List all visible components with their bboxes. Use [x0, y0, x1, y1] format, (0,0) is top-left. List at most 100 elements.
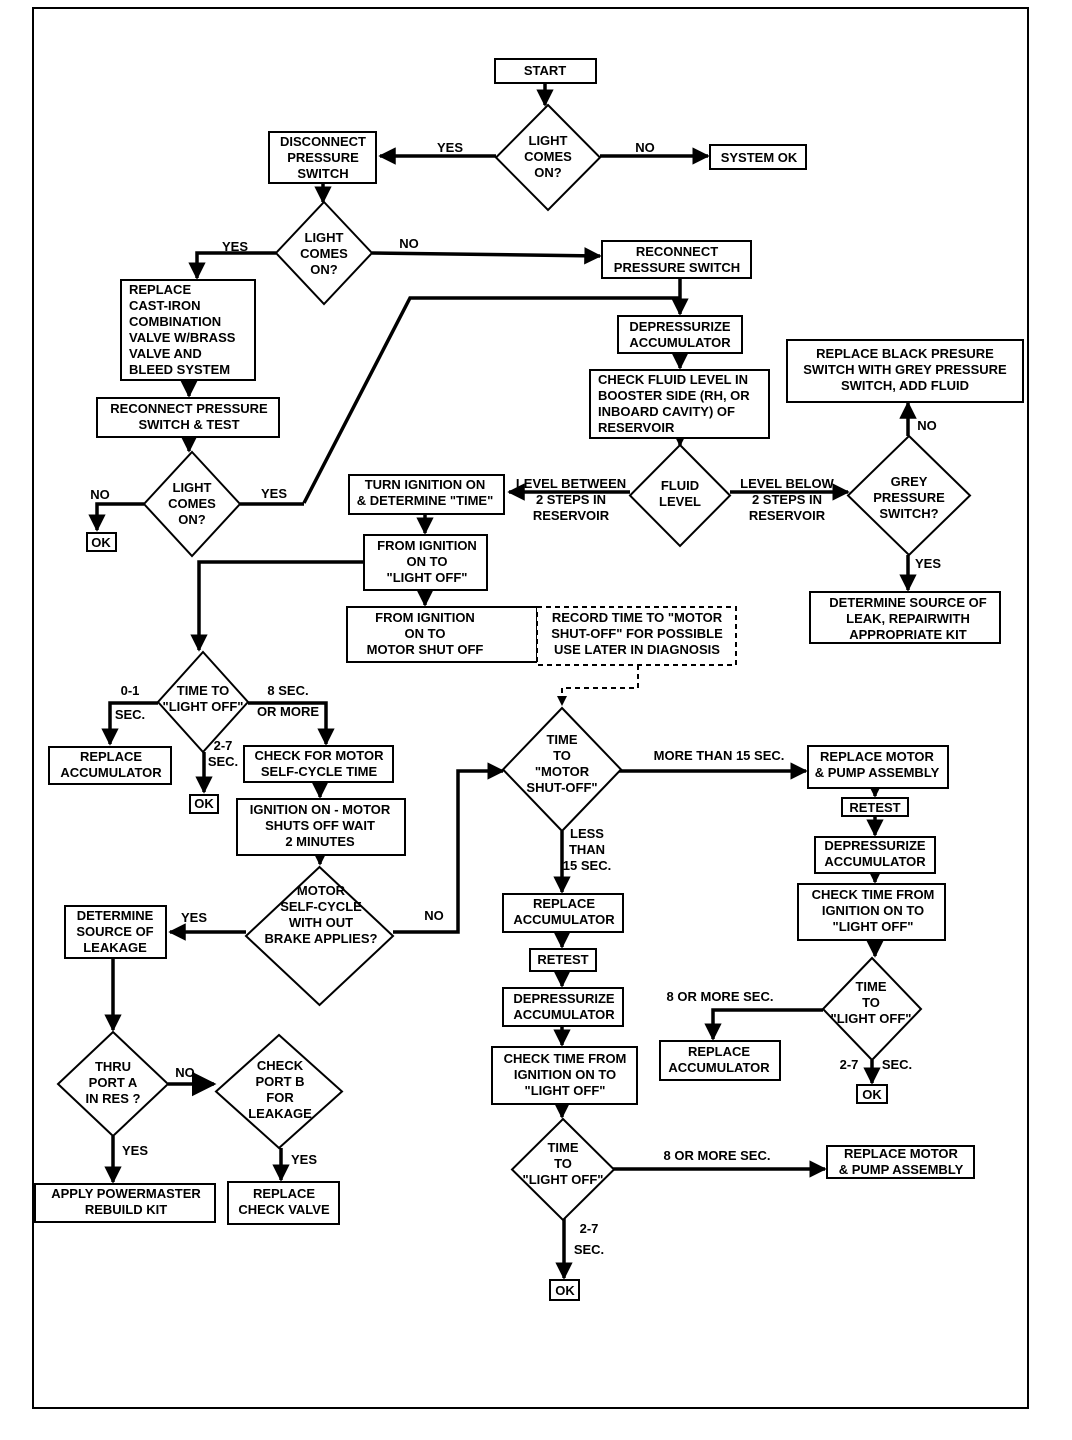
yes3-text-1: YES [261, 486, 287, 501]
d-time-light1-shape [156, 650, 250, 754]
d-check-port-text-3: FOR [266, 1090, 294, 1105]
determine-leakage-shape [64, 905, 167, 959]
process-start: START [494, 58, 597, 84]
disconnect-text-1: DISCONNECT [280, 134, 366, 149]
replace-black-text-2: SWITCH WITH GREY PRESSURE [803, 362, 1007, 377]
d-thru-port-text-2: PORT A [89, 1075, 138, 1090]
replace-check-text-1: REPLACE [253, 1186, 315, 1201]
ok2-shape [189, 794, 219, 814]
no6-text-1: NO [175, 1065, 195, 1080]
from-ign-light-text-3: "LIGHT OFF" [387, 570, 468, 585]
replace-castiron-text-6: BLEED SYSTEM [129, 362, 230, 377]
depress2-text-1: DEPRESSURIZE [824, 838, 925, 853]
check-time2-text-2: IGNITION ON TO [514, 1067, 616, 1082]
d-light2-text-3: ON? [310, 262, 338, 277]
d-time-light2-text-2: TO [862, 995, 880, 1010]
determine-leak-repair-text-3: APPROPRIATE KIT [849, 627, 967, 642]
from-ign-light-text-1: FROM IGNITION [377, 538, 477, 553]
replace-motor1-shape [807, 745, 949, 789]
label-more15: MORE THAN 15 SEC. [654, 748, 785, 763]
replace-castiron-text-5: VALVE AND [129, 346, 202, 361]
check-fluid-text-1: CHECK FLUID LEVEL IN [598, 372, 748, 387]
label-no6: NO [175, 1065, 195, 1080]
level-below-text-1: LEVEL BELOW [740, 476, 834, 491]
label-eight-more: 8 SEC.OR MORE [257, 683, 319, 719]
replace-motor2-shape [826, 1145, 975, 1179]
two-seven3-text-1: 2-7 [580, 1221, 599, 1236]
d-light3-text-1: LIGHT [173, 480, 212, 495]
disconnect-text-2: PRESSURE [287, 150, 359, 165]
connectors [88, 82, 917, 1280]
check-time2-text-3: "LIGHT OFF" [525, 1083, 606, 1098]
start-shape [494, 58, 597, 84]
d-time-motor-shape [501, 706, 623, 833]
depress1-text-1: DEPRESSURIZE [629, 319, 730, 334]
determine-leakage-text-1: DETERMINE [77, 908, 154, 923]
check-time1-text-1: CHECK TIME FROM [812, 887, 935, 902]
ok3-shape [856, 1084, 888, 1104]
d-time-light3-text-1: TIME [547, 1140, 578, 1155]
replace-motor1-text-2: & PUMP ASSEMBLY [815, 765, 940, 780]
yes4-text-1: YES [915, 556, 941, 571]
label-yes3: YES [261, 486, 287, 501]
retest1-shape [841, 797, 909, 817]
d-time-motor-text-4: SHUT-OFF" [526, 780, 597, 795]
replace-check-shape [227, 1181, 340, 1225]
d-thru-port-shape [56, 1030, 170, 1138]
zero-one-text-1: 0-1 [121, 683, 140, 698]
apply-kit-text-1: APPLY POWERMASTER [51, 1186, 201, 1201]
label-yes1: YES [437, 140, 463, 155]
yes2-text-1: YES [222, 239, 248, 254]
d-light1-text-3: ON? [534, 165, 562, 180]
replace-black-text-3: SWITCH, ADD FLUID [841, 378, 969, 393]
process-ok4: OK [549, 1279, 580, 1301]
process-retest2: RETEST [529, 948, 597, 972]
d-grey-shape [846, 434, 972, 557]
process-turn-ign: TURN IGNITION ON& DETERMINE "TIME" [348, 474, 505, 515]
two-seven3-text-2: SEC. [574, 1242, 604, 1257]
replace-black-text-1: REPLACE BLACK PRESURE [816, 346, 994, 361]
d-check-port-shape [214, 1033, 344, 1150]
ign-on-motor-text-1: IGNITION ON - MOTOR [250, 802, 391, 817]
label-yes5: YES [181, 910, 207, 925]
turn-ign-shape [348, 474, 505, 515]
ign-on-motor-text-3: 2 MINUTES [285, 834, 355, 849]
d-fluid-text-2: LEVEL [659, 494, 701, 509]
replace-accum3-shape [659, 1040, 781, 1081]
label-no1: NO [635, 140, 655, 155]
ign-on-motor-shape [236, 798, 406, 856]
replace-accum2-text-2: ACCUMULATOR [513, 912, 615, 927]
label-no4: NO [917, 418, 937, 433]
label-eight-more2: 8 OR MORE SEC. [667, 989, 774, 1004]
record-time-text-2: SHUT-OFF" FOR POSSIBLE [551, 626, 723, 641]
d-thru-port-text-3: IN RES ? [86, 1091, 141, 1106]
determine-leak-repair-text-1: DETERMINE SOURCE OF [829, 595, 987, 610]
check-selfcycle-text-2: SELF-CYCLE TIME [261, 764, 378, 779]
two-seven2-text-1: 2-7 [840, 1057, 859, 1072]
replace-motor1-text-1: REPLACE MOTOR [820, 749, 934, 764]
d-time-light3-text-2: TO [554, 1156, 572, 1171]
replace-accum1-text-1: REPLACE [80, 749, 142, 764]
replace-castiron-text-2: CAST-IRON [129, 298, 201, 313]
level-below-text-3: RESERVOIR [749, 508, 826, 523]
check-time1-text-3: "LIGHT OFF" [833, 919, 914, 934]
d-time-light1-text-1: TIME TO [177, 683, 229, 698]
d-motor-self-shape [244, 865, 395, 1007]
